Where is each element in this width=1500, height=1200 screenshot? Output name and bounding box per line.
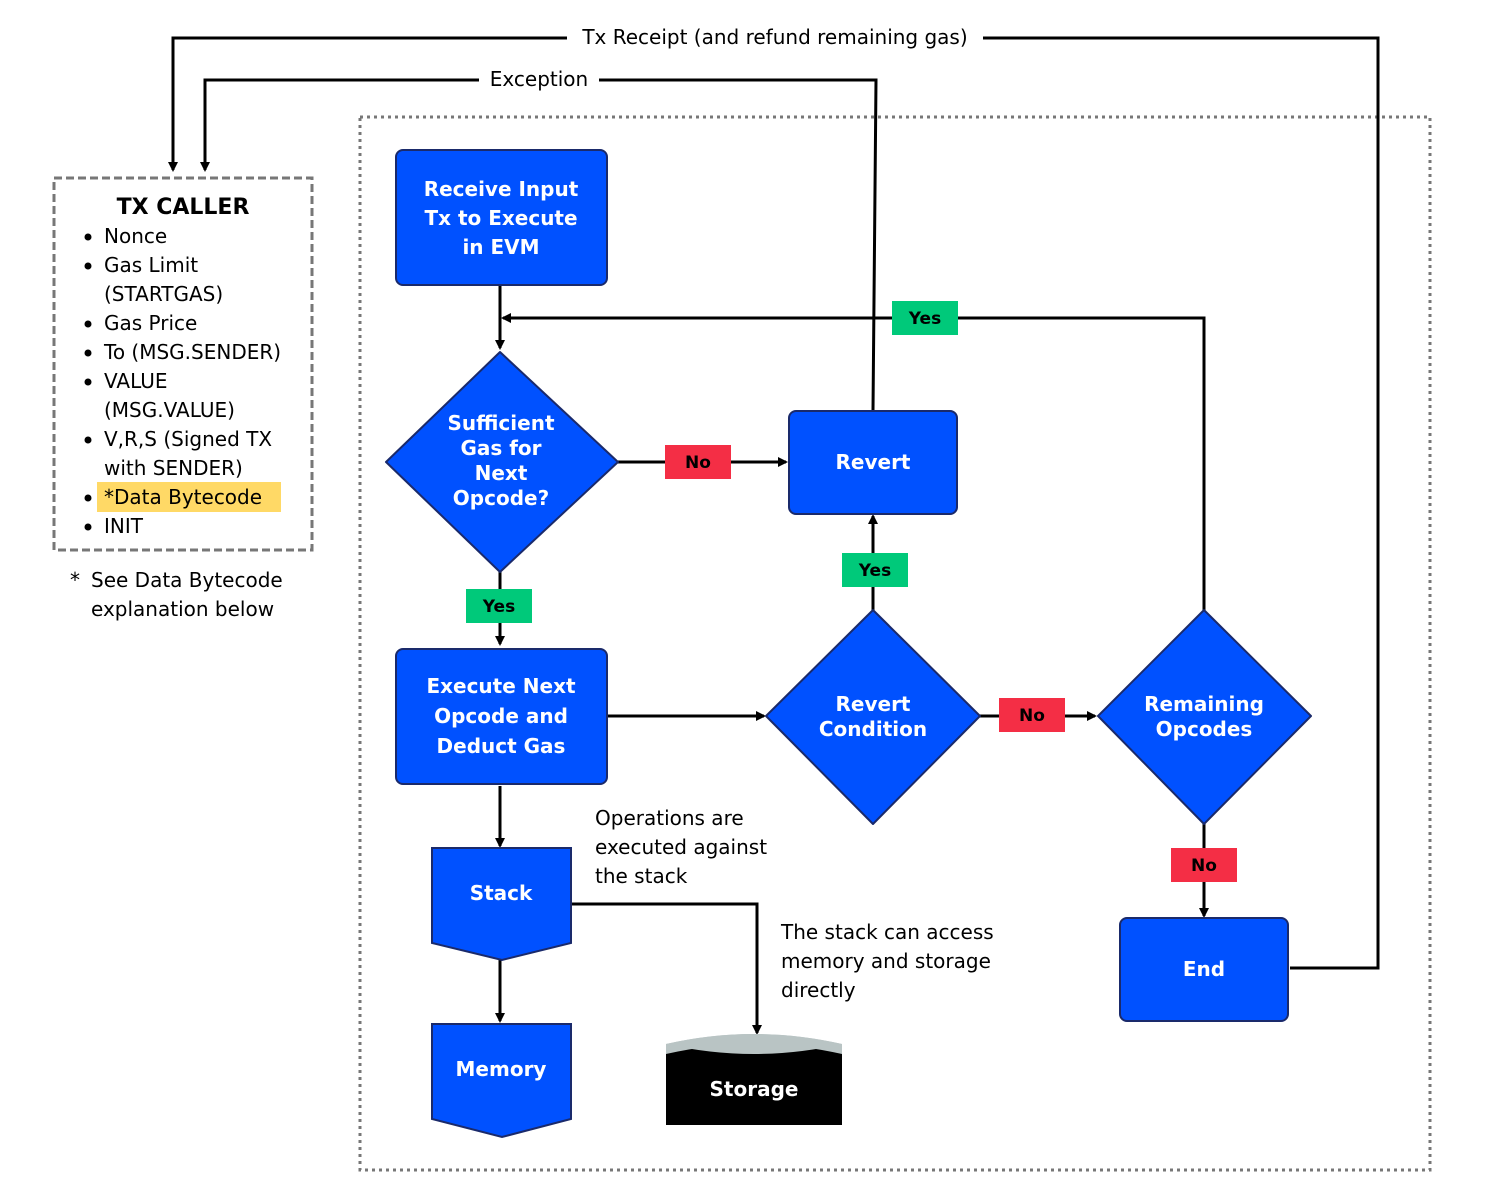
text-line: Revert (836, 692, 911, 716)
text-line: Deduct Gas (437, 734, 566, 758)
text-line: Receive Input (424, 177, 579, 201)
svg-text:No: No (1191, 856, 1217, 876)
text-line: memory and storage (781, 949, 991, 973)
text-line: Stack (470, 881, 533, 905)
text-line: Revert (836, 450, 911, 474)
bullet-dot (84, 233, 92, 241)
svg-text:Revert: Revert (836, 450, 911, 474)
caller-field: Nonce (104, 224, 167, 248)
svg-text:Stack: Stack (470, 881, 533, 905)
evm-boundary (358, 115, 1432, 1172)
receipt-label: Tx Receipt (and refund remaining gas) (581, 25, 967, 49)
caller-field: Gas Price (104, 311, 197, 335)
exception-connector: Exception (200, 67, 878, 411)
tx-caller-title: TX CALLER (117, 195, 250, 220)
node-revert: Revert (788, 410, 958, 515)
svg-text:Storage: Storage (710, 1077, 799, 1101)
receipt-connector: Tx Receipt (and refund remaining gas) (168, 25, 1380, 970)
bullet-dot (84, 349, 92, 357)
text-line: Memory (456, 1057, 547, 1081)
svg-text:No: No (1019, 706, 1045, 726)
text-line: executed against (595, 835, 767, 859)
text-line: Remaining (1144, 692, 1264, 716)
bullet-dot (84, 436, 92, 444)
text-line: the stack (595, 864, 688, 888)
note-stack-access: The stack can access memory and storage di… (780, 920, 994, 1002)
exception-label: Exception (490, 67, 588, 91)
node-end: End (1119, 917, 1289, 1022)
text-line: in EVM (462, 235, 539, 259)
text-line: Opcode? (453, 486, 549, 510)
text-line: Operations are (595, 806, 744, 830)
text-line: directly (781, 978, 856, 1002)
node-storage: Storage (666, 1034, 842, 1125)
bullet-dot (84, 378, 92, 386)
tag-no-gas: No (665, 445, 731, 479)
footnote-marker: * (70, 568, 80, 592)
bullet-dot (84, 320, 92, 328)
svg-text:No: No (685, 453, 711, 473)
text-line: End (1183, 957, 1225, 981)
bullet-dot (84, 523, 92, 531)
text-line: Tx to Execute (424, 206, 577, 230)
text-line: Gas for (460, 436, 541, 460)
caller-field: To (MSG.SENDER) (103, 340, 281, 364)
svg-text:End: End (1183, 957, 1225, 981)
text-line: Opcode and (434, 704, 568, 728)
svg-text:Yes: Yes (908, 309, 941, 329)
svg-text:Memory: Memory (456, 1057, 547, 1081)
caller-field: INIT (104, 514, 144, 538)
caller-field: VALUE(MSG.VALUE) (104, 369, 235, 422)
svg-text:Yes: Yes (482, 597, 515, 617)
svg-text:Yes: Yes (858, 561, 891, 581)
caller-field: Gas Limit(STARTGAS) (104, 253, 223, 306)
bullet-dot (84, 262, 92, 270)
text-line: Next (475, 461, 528, 485)
text-line: Sufficient (447, 411, 554, 435)
tag-yes-gas: Yes (466, 589, 532, 623)
tag-yes-loop: Yes (892, 301, 958, 335)
note-stack-operations: Operations are executed against the stack (595, 806, 767, 888)
tag-yes-revert: Yes (842, 553, 908, 587)
node-memory: Memory (431, 1023, 572, 1139)
text-line: Condition (819, 717, 927, 741)
text-line: Execute Next (426, 674, 576, 698)
node-receive-input: Receive Input Tx to Execute in EVM (395, 149, 608, 286)
tag-no-remaining: No (1171, 848, 1237, 882)
text-line: The stack can access (780, 920, 994, 944)
bullet-dot (84, 494, 92, 502)
text-line: Opcodes (1156, 717, 1253, 741)
caller-field: *Data Bytecode (104, 485, 262, 509)
highlight-data-bytecode (97, 482, 281, 512)
tag-no-revert: No (999, 698, 1065, 732)
tx-caller-box (52, 176, 314, 552)
text-line: Storage (710, 1077, 799, 1101)
node-stack: Stack (431, 847, 572, 962)
